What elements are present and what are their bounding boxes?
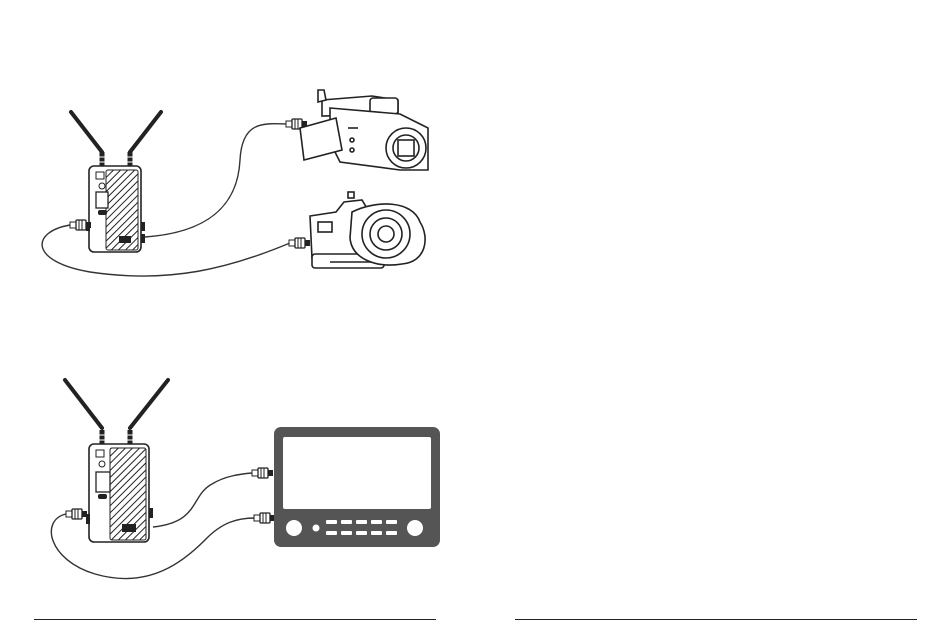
plug-hdmi-receiver	[66, 509, 87, 519]
plug-sdi-monitor	[252, 468, 273, 478]
footer-rule-left	[34, 619, 436, 620]
hdmi-cable-to-dslr	[42, 225, 290, 276]
sdi-cable-to-monitor	[153, 473, 252, 527]
wireless-transmitter-icon	[71, 112, 161, 252]
plug-hdmi-dslr	[289, 238, 310, 248]
footer-rule-right	[515, 619, 917, 620]
sdi-cable-to-camcorder	[145, 124, 286, 237]
hdmi-cable-to-monitor	[51, 514, 255, 579]
plug-hdmi-monitor	[254, 513, 275, 523]
dslr-camera-icon	[310, 192, 425, 268]
top-diagram	[42, 90, 428, 276]
field-monitor-icon	[274, 427, 440, 547]
camcorder-icon	[300, 90, 428, 170]
bottom-diagram	[51, 380, 440, 579]
